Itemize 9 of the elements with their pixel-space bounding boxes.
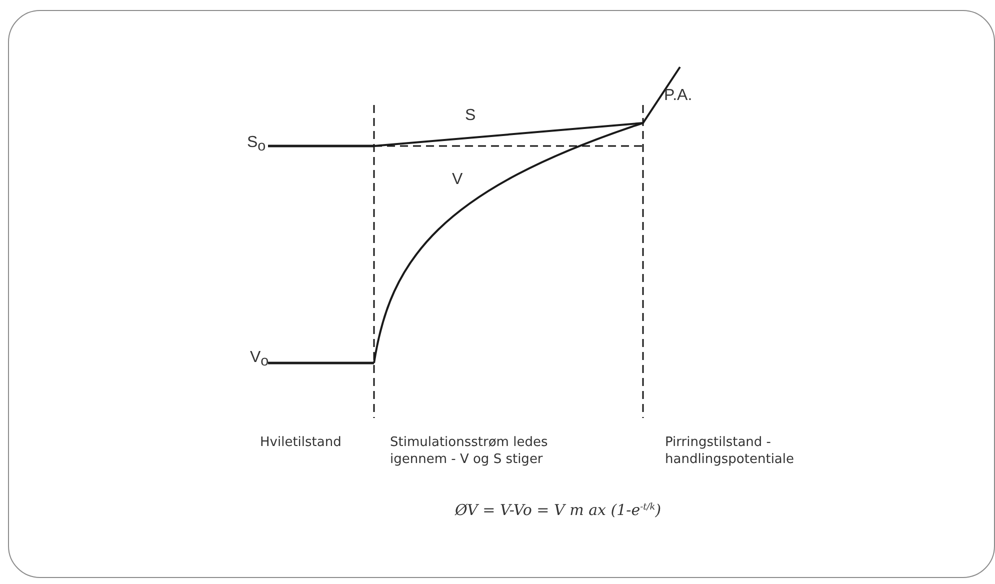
graph-label: P.A. xyxy=(664,86,692,106)
graph-label: V$_{o}$ xyxy=(250,348,269,372)
graph-label: Hviletilstand xyxy=(260,435,342,452)
formula-text: ØV = V-Vo = V m ax (1-e$^{-t/k}$) xyxy=(455,501,662,520)
graph-label: S$_{o}$ xyxy=(247,133,266,156)
graph-label: S xyxy=(465,106,476,126)
graph-label: V xyxy=(452,170,463,190)
graph-label: Pirringstilstand - handlingspotentiale xyxy=(665,435,796,469)
graph-label: Stimulationsstrøm ledes igennem - V og S stiger xyxy=(390,435,549,469)
